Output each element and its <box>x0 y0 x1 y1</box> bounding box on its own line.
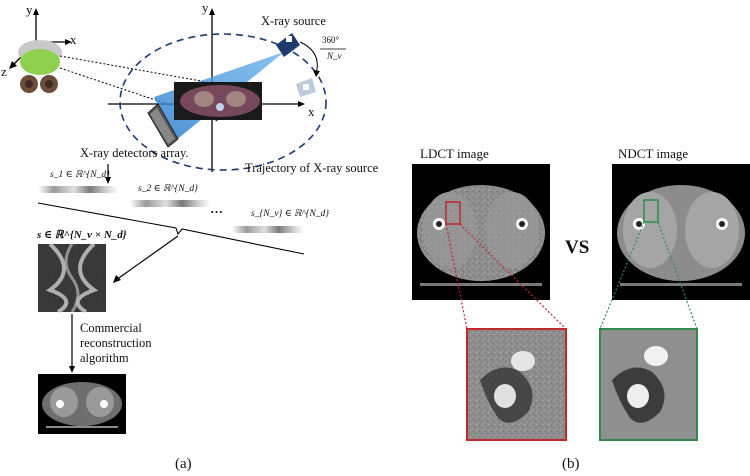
sinogram-image <box>38 242 106 314</box>
recon-label-line2: reconstruction <box>80 336 152 350</box>
patient-phantom-icon <box>18 40 62 93</box>
ldct-zoom-line-right <box>459 223 567 330</box>
patient-axis-x-label: x <box>70 32 77 47</box>
trajectory-ellipse <box>119 33 327 171</box>
ldct-zoom-line-left <box>445 223 468 330</box>
ndct-zoom-line-right <box>657 221 698 330</box>
ct-slice-image <box>174 82 262 120</box>
ldct-image <box>412 164 550 300</box>
panel-b-caption: (b) <box>562 456 580 472</box>
recon-label-line1: Commercial <box>80 321 142 335</box>
recon-label-line3: algorithm <box>80 351 129 365</box>
rotation-arc <box>299 41 318 75</box>
detectors-array-label: X-ray detectors array. <box>80 146 189 160</box>
projection-ellipsis: ··· <box>210 204 224 219</box>
projection-strip-2 <box>130 200 210 207</box>
ldct-title: LDCT image <box>420 146 489 161</box>
xray-source-label: X-ray source <box>261 14 326 28</box>
xray-source-icon <box>276 33 300 57</box>
projection-strip-1 <box>38 186 118 193</box>
xray-source-next-icon <box>296 78 316 97</box>
angle-denominator: N_v <box>327 51 342 61</box>
ndct-image <box>612 164 750 300</box>
angle-numerator: 360° <box>322 35 340 45</box>
ndct-zoom-image <box>599 328 698 441</box>
ndct-zoom-line-left <box>599 221 645 330</box>
projection-n-label: s_{N_v} ∈ ℝ^{N_d} <box>251 209 330 219</box>
detector-array-icon <box>147 103 179 148</box>
ldct-zoom-image <box>466 328 567 441</box>
vs-label: VS <box>565 237 590 258</box>
link-line-upper <box>59 55 219 85</box>
patient-axis-z-label: z <box>1 64 7 79</box>
reconstructed-ct-image <box>38 374 126 434</box>
projection-brace <box>37 202 305 255</box>
trajectory-label: Trajectory of X-ray source <box>245 161 379 175</box>
gantry-axis-x-label: x <box>308 104 315 119</box>
gantry-axis-y-label: y <box>202 0 209 15</box>
projection-2-label: s_2 ∈ ℝ^{N_d} <box>138 184 198 194</box>
projection-1-label: s_1 ∈ ℝ^{N_d} <box>50 170 110 180</box>
ndct-title: NDCT image <box>618 146 689 161</box>
sinogram-label: s ∈ ℝ^{N_v × N_d} <box>37 229 127 241</box>
panel-a-caption: (a) <box>175 456 192 472</box>
projection-strip-n <box>232 226 304 233</box>
patient-axis-y-label: y <box>26 2 33 17</box>
